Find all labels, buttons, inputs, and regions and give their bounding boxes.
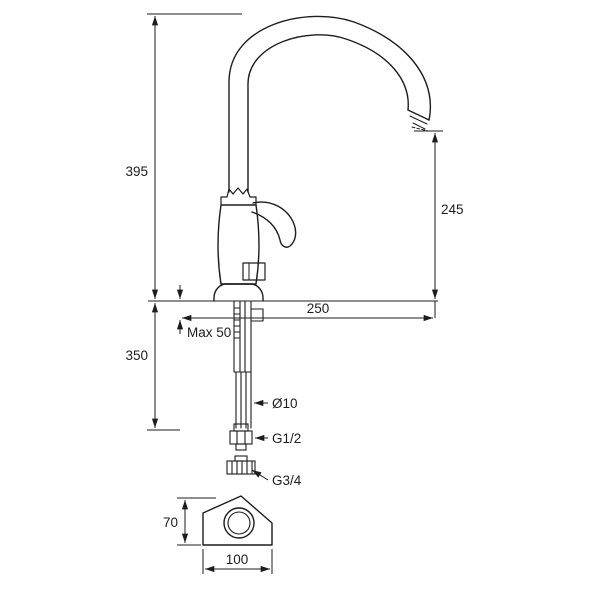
label-max-deck-thickness: Max 50 [187, 325, 231, 340]
label-hose-connection: G1/2 [272, 431, 301, 446]
label-base-width: 100 [226, 552, 249, 567]
mounting-bracket [250, 308, 264, 322]
faucet-outline [213, 15, 432, 302]
under-counter-assembly [226, 300, 264, 475]
spout-inner-curve [247, 34, 409, 193]
base-plate-hole-outer [223, 507, 255, 539]
faucet-body [217, 204, 260, 285]
mounting-shank [233, 300, 252, 373]
g12-fitting [229, 423, 253, 451]
lever-handle [251, 201, 297, 248]
label-tail-connection: G3/4 [272, 473, 302, 488]
label-spout-reach: 250 [307, 301, 330, 316]
supply-hoses [235, 371, 252, 429]
g34-nut [226, 455, 256, 475]
shank-threads [233, 307, 241, 339]
spout-tip [407, 109, 430, 121]
base-plate-outline [202, 495, 273, 546]
dimension-labels: 395 245 250 Max 50 350 Ø10 G1/2 G3/4 70 … [125, 164, 463, 567]
label-below-counter-length: 350 [125, 348, 148, 363]
label-total-height: 395 [125, 164, 148, 179]
spout-tip-hatch [409, 115, 428, 130]
label-spout-outlet-height: 245 [441, 202, 464, 217]
label-hose-diameter: Ø10 [272, 396, 298, 411]
leader-g34 [251, 469, 269, 481]
side-outlet-box [242, 262, 266, 281]
body-crown [220, 187, 257, 206]
body-base-flare [213, 283, 264, 302]
spout-outer-curve [228, 15, 432, 193]
dimension-lines [147, 13, 443, 574]
base-plate-view [202, 495, 273, 546]
spout-aerator-dashes [411, 126, 429, 132]
base-plate-hole-inner [227, 511, 251, 535]
label-base-depth: 70 [163, 515, 178, 530]
